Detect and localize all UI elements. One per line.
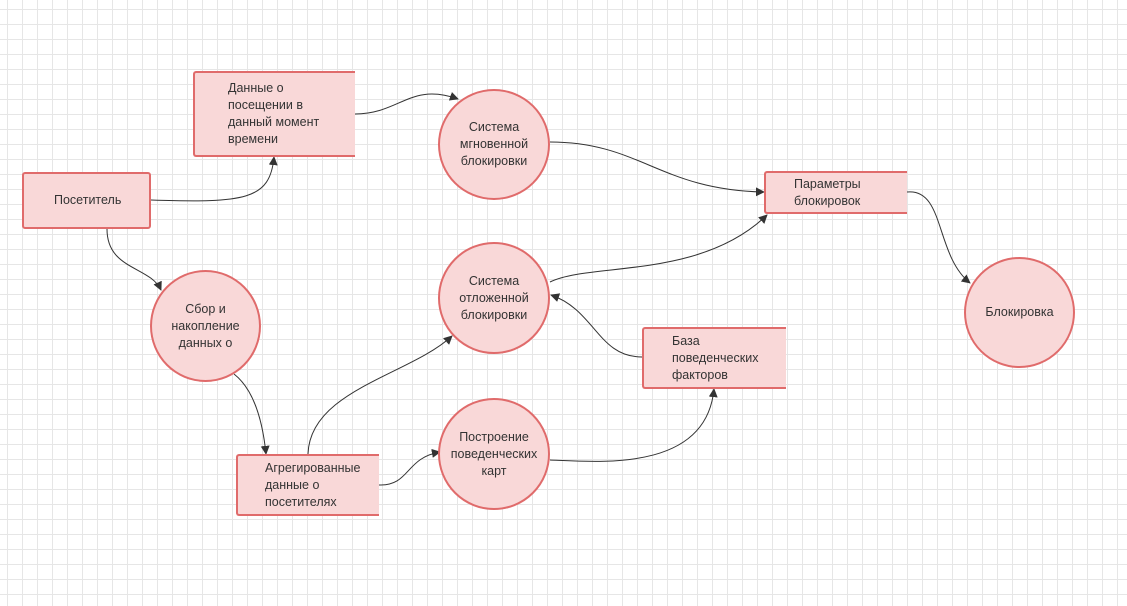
edge-visitor-to-visit-data: [150, 156, 278, 202]
node-instant-blocking-label: Система мгновенной блокировки: [459, 120, 529, 168]
edge-maps-to-factors: [549, 388, 718, 462]
node-data-collection[interactable]: Сбор и накопление данных о: [150, 270, 261, 382]
node-visitor-label: Посетитель: [54, 193, 122, 207]
node-behavior-maps-label: Построение поведенческих карт: [450, 429, 538, 478]
node-behavior-factors-db[interactable]: База поведенческих факторов: [642, 327, 786, 389]
node-blocking[interactable]: Блокировка: [964, 257, 1075, 368]
node-blocking-label: Блокировка: [985, 305, 1054, 319]
node-aggregated-data[interactable]: Агрегированные данные о посетителях: [236, 454, 379, 516]
edge-visitor-to-collect: [106, 228, 162, 291]
node-aggregated-data-label: Агрегированные данные о посетителях: [265, 460, 361, 509]
node-blocking-params-label: Параметры блокировок: [794, 176, 861, 208]
edge-instant-to-params: [549, 141, 765, 197]
edge-delayed-to-params: [549, 214, 768, 283]
node-visit-data[interactable]: Данные о посещении в данный момент време…: [193, 71, 355, 157]
edge-aggregated-to-delayed: [307, 335, 453, 455]
node-delayed-blocking-label: Система отложенной блокировки: [459, 273, 529, 322]
edge-visit-data-to-instant: [354, 92, 459, 115]
edge-aggregated-to-maps: [378, 448, 441, 486]
node-delayed-blocking[interactable]: Система отложенной блокировки: [438, 242, 550, 354]
edge-factors-to-delayed: [550, 293, 643, 358]
node-behavior-factors-db-label: База поведенческих факторов: [672, 333, 759, 382]
node-instant-blocking[interactable]: Система мгновенной блокировки: [438, 89, 550, 200]
node-data-collection-label: Сбор и накопление данных о: [171, 301, 240, 350]
edge-params-to-block: [906, 191, 971, 284]
node-blocking-params[interactable]: Параметры блокировок: [764, 171, 907, 214]
edge-collect-to-aggregated: [233, 373, 270, 455]
node-visit-data-label: Данные о посещении в данный момент време…: [228, 81, 320, 146]
node-visitor[interactable]: Посетитель: [22, 172, 151, 229]
node-behavior-maps[interactable]: Построение поведенческих карт: [438, 398, 550, 510]
